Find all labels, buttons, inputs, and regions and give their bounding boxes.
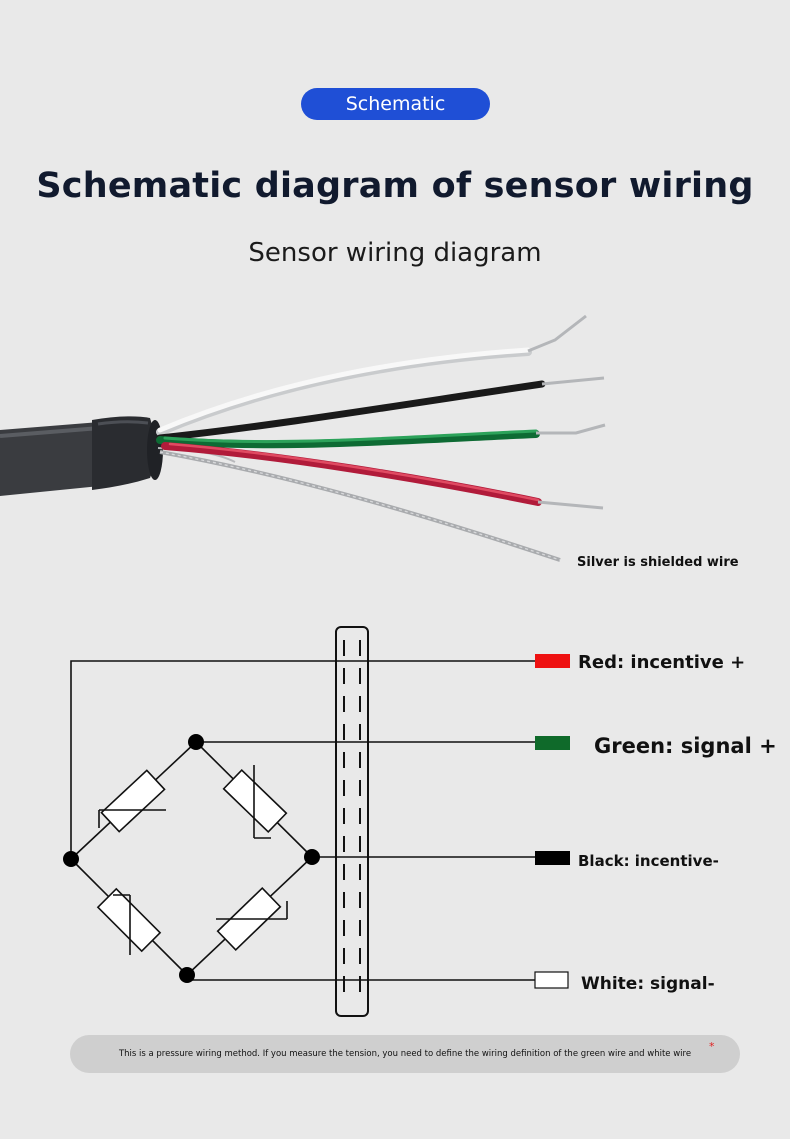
shield-wire-label: Silver is shielded wire	[577, 555, 739, 570]
page-subtitle: Sensor wiring diagram	[248, 238, 542, 268]
cable-illustration	[0, 314, 606, 562]
page-title: Schematic diagram of sensor wiring	[36, 166, 754, 206]
red-wire-swatch	[535, 654, 570, 668]
node-left	[63, 851, 79, 867]
white-wire-label: White: signal-	[581, 974, 715, 994]
footnote-text: This is a pressure wiring method. If you…	[118, 1049, 692, 1059]
node-bottom	[179, 967, 195, 983]
footnote-banner: This is a pressure wiring method. If you…	[70, 1035, 740, 1073]
strain-gauge-r1	[100, 769, 166, 833]
red-wire-label: Red: incentive +	[578, 652, 745, 673]
node-top	[188, 734, 204, 750]
green-wire-swatch	[535, 736, 570, 750]
black-wire-label: Black: incentive-	[578, 852, 719, 870]
schematic-badge: Schematic	[301, 88, 490, 120]
black-wire-swatch	[535, 851, 570, 865]
green-wire-label: Green: signal +	[594, 734, 777, 758]
bridge-nodes	[63, 734, 320, 983]
node-right	[304, 849, 320, 865]
footnote-asterisk: *	[709, 1040, 715, 1053]
strain-gauge-r3	[96, 887, 162, 953]
wheatstone-bridge-schematic	[70, 626, 535, 1017]
strain-gauge-r2	[222, 768, 288, 834]
red-lead	[70, 660, 535, 859]
cable-shield-outline	[335, 626, 369, 1017]
white-wire-swatch	[534, 971, 569, 989]
